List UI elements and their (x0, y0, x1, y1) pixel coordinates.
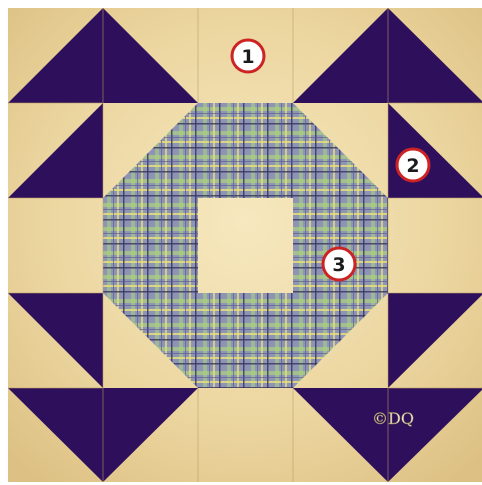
marker-3: 3 (323, 248, 355, 280)
svg-text:2: 2 (406, 155, 419, 177)
marker-2: 2 (397, 149, 429, 181)
svg-text:3: 3 (332, 254, 345, 276)
marker-1: 1 (232, 40, 264, 72)
svg-text:1: 1 (241, 46, 254, 68)
quilt-block: 1 2 3 ©DQ (8, 8, 482, 482)
quilt-block-illustration: 1 2 3 ©DQ (8, 8, 482, 482)
signature-watermark: ©DQ (372, 409, 414, 428)
